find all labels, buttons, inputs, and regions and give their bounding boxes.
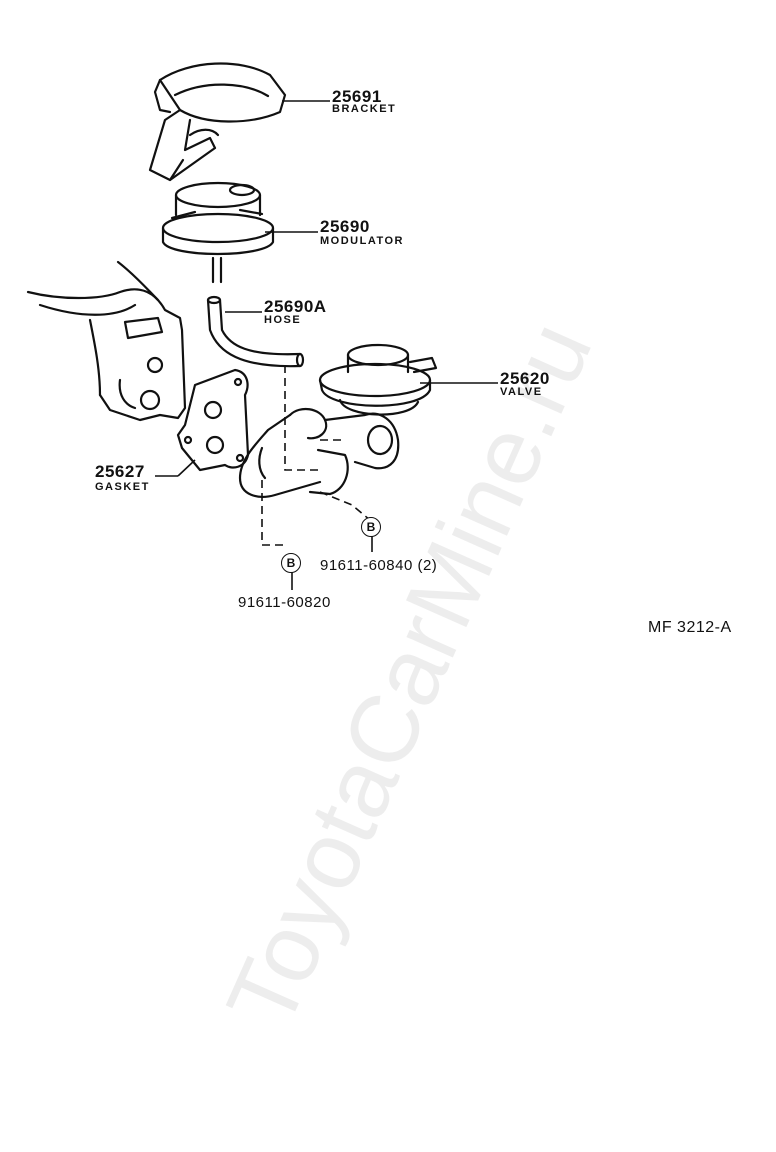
modulator-part-number: 25690 [320,217,370,236]
hose-part-name: HOSE [264,314,302,326]
valve-part-name: VALVE [500,386,543,398]
bolt-badge-1: B [361,517,381,537]
engine-block-drawing [26,260,187,422]
bolt-part-number-1: 91611-60840 (2) [320,557,438,574]
egr-pipe-drawing [238,407,400,498]
modulator-drawing [161,181,275,284]
bracket-part-name: BRACKET [332,103,397,115]
gasket-part-name: GASKET [95,481,150,493]
diagram-code: MF 3212-A [648,619,732,636]
bolt-part-number-2: 91611-60820 [238,594,331,611]
bracket-drawing [148,62,287,182]
modulator-part-name: MODULATOR [320,235,404,247]
valve-part-number: 25620 [500,369,550,388]
hose-part-number: 25690A [264,297,327,316]
hose-drawing [206,295,305,368]
gasket-drawing [176,368,250,472]
bolt-badge-2: B [281,553,301,573]
bracket-part-number: 25691 [332,87,382,106]
gasket-part-number: 25627 [95,462,145,481]
valve-drawing [318,343,438,416]
